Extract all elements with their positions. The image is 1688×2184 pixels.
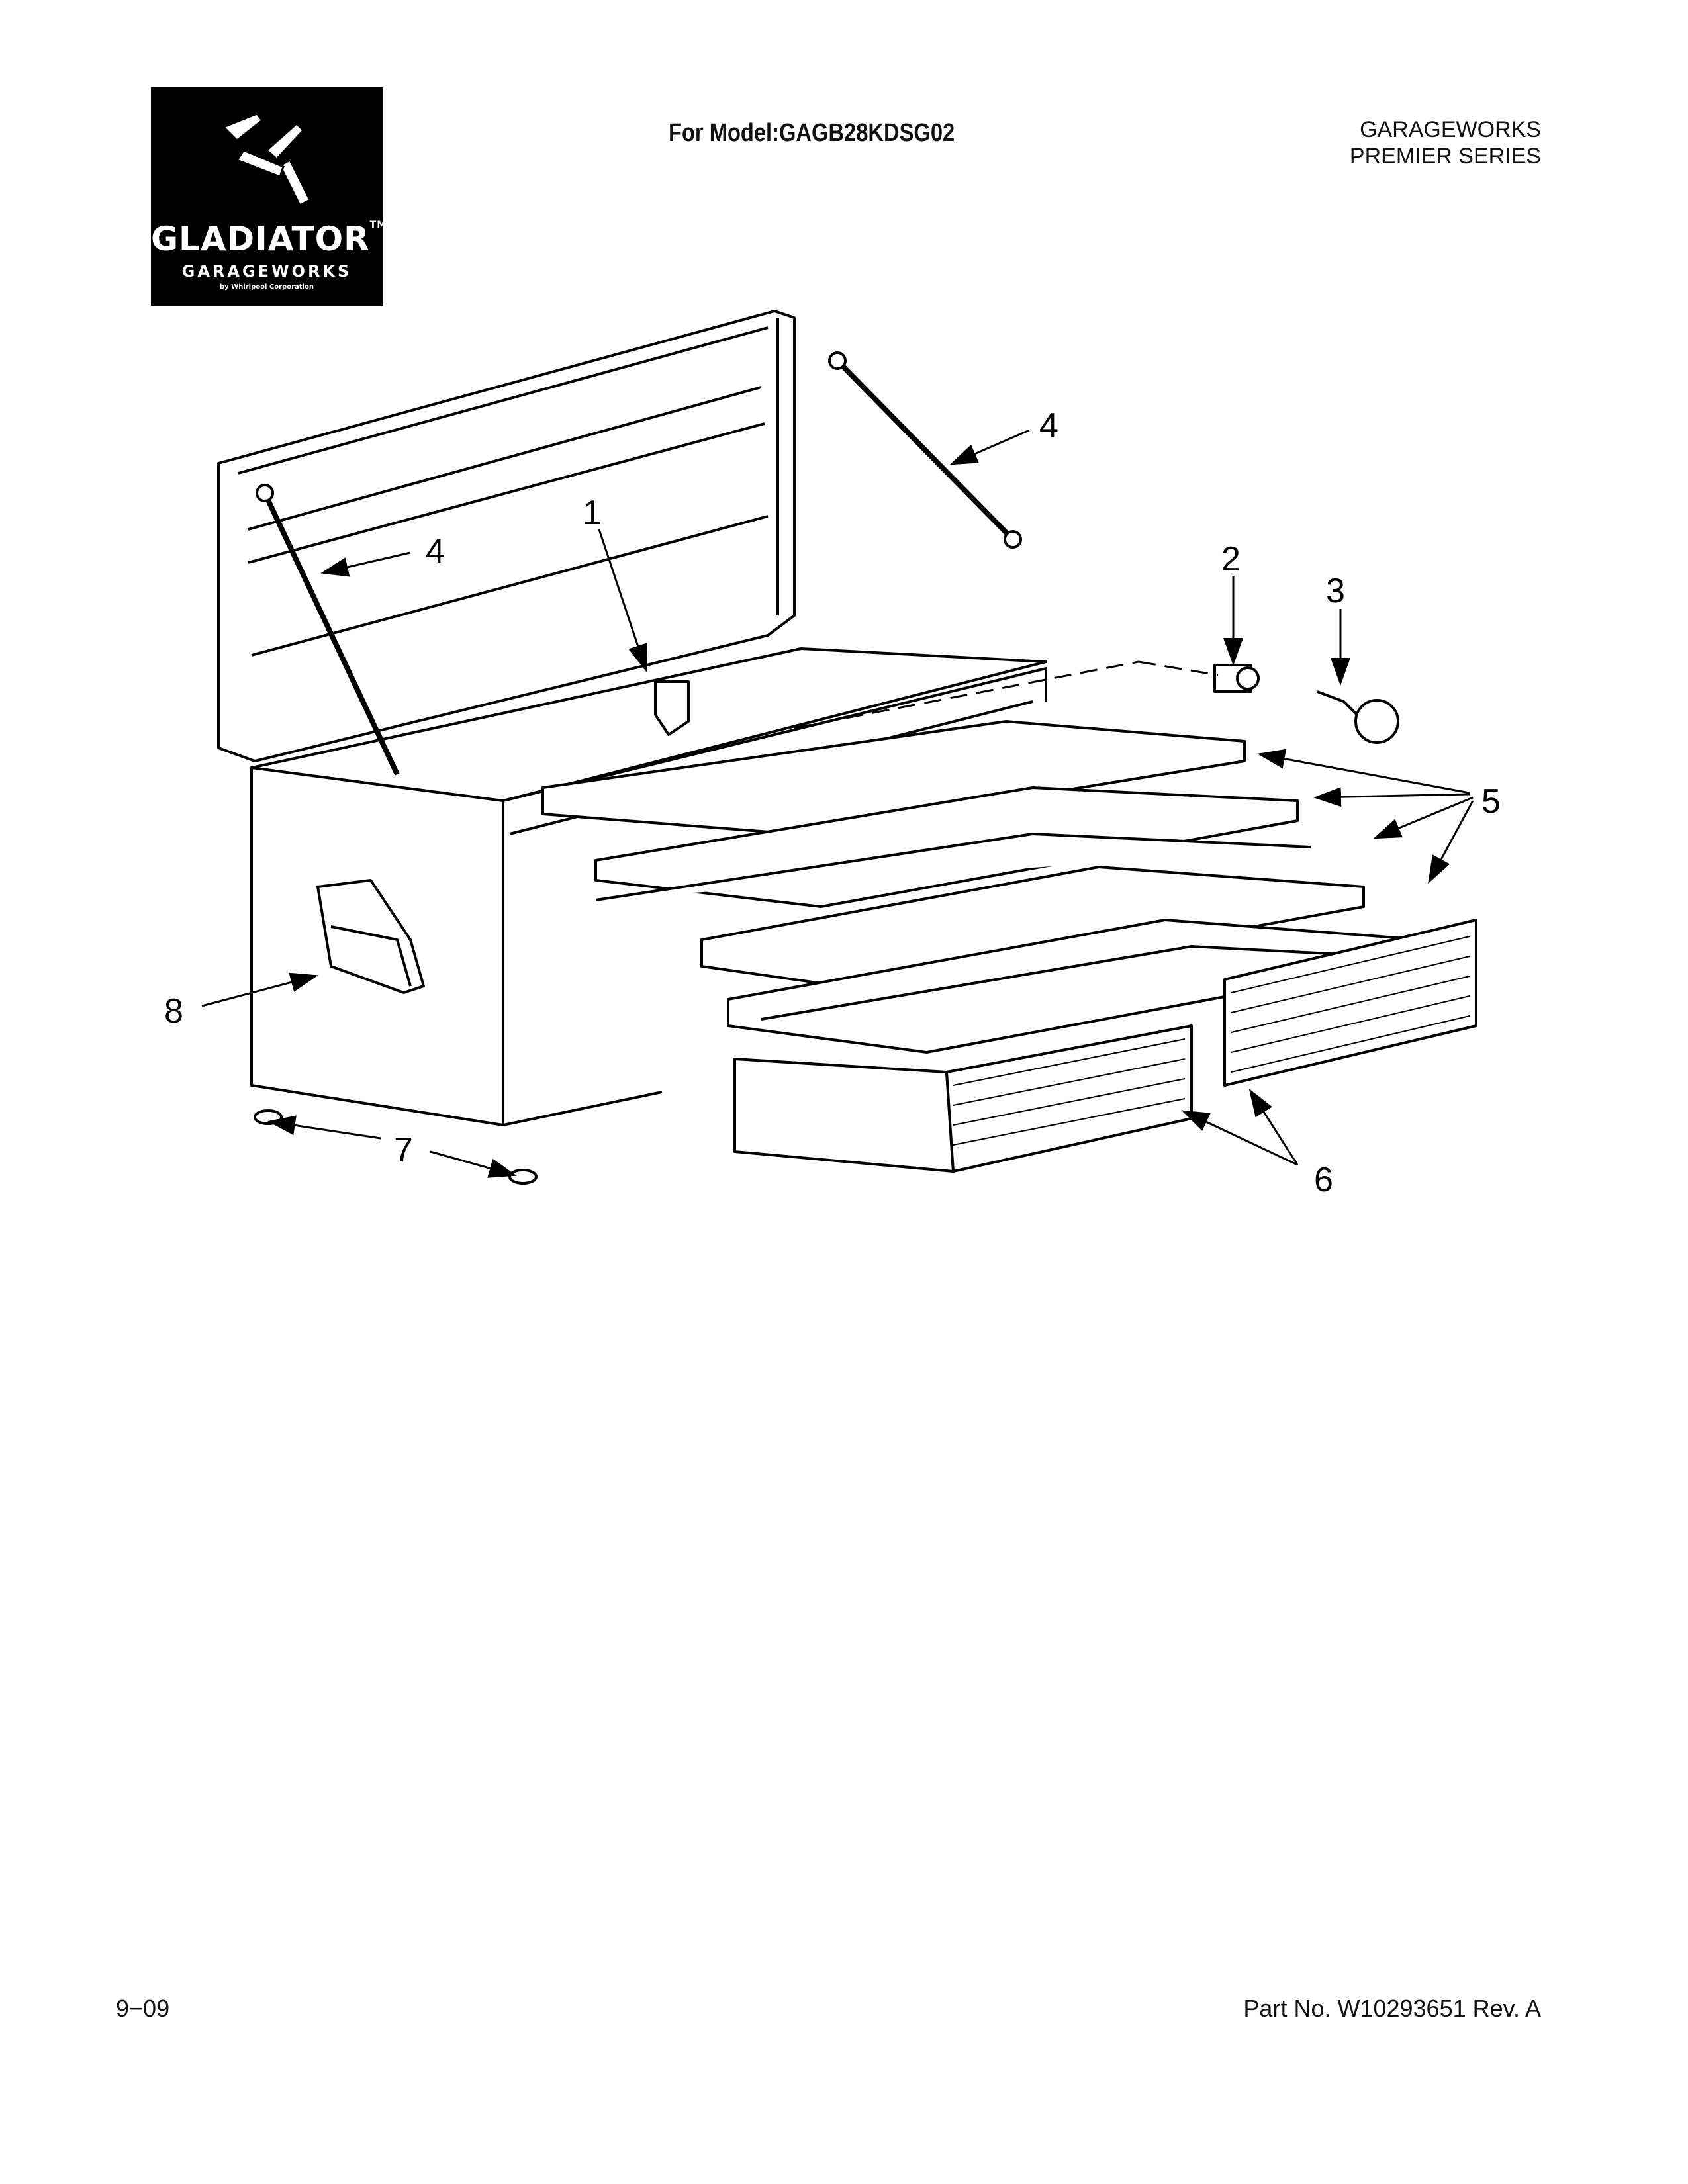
callout-8: 8 <box>164 992 183 1030</box>
leader-1 <box>598 529 647 672</box>
gas-strut-left <box>256 484 400 776</box>
lock-bracket <box>654 680 690 736</box>
leader-5b <box>1313 787 1470 807</box>
leader-6a <box>1181 1110 1298 1166</box>
leader-4a <box>949 429 1030 465</box>
part-number: Part No. W10293651 Rev. A <box>1243 1995 1541 2022</box>
gas-strut-right <box>828 351 1022 549</box>
drawer-set <box>541 720 1444 1054</box>
lock-key <box>1317 690 1399 744</box>
callout-5: 5 <box>1481 782 1501 821</box>
gladiator-logo: GLADIATORTM GARAGEWORKS by Whirlpool Cor… <box>151 87 387 306</box>
logo-brand-text: GLADIATORTM <box>151 220 387 258</box>
callout-7: 7 <box>394 1131 413 1169</box>
callout-6: 6 <box>1314 1161 1333 1199</box>
leader-8 <box>201 972 318 1007</box>
callout-4-right: 4 <box>1039 406 1058 445</box>
callout-2: 2 <box>1221 540 1241 578</box>
series-line-2: PREMIER SERIES <box>1349 144 1541 169</box>
leader-5a <box>1257 749 1470 794</box>
series-line-1: GARAGEWORKS <box>1360 117 1541 142</box>
leader-7b <box>430 1150 517 1178</box>
bottom-drawers <box>733 919 1477 1173</box>
series-label: GARAGEWORKS PREMIER SERIES <box>1350 116 1541 169</box>
lid <box>217 310 796 762</box>
logo-by-line: by Whirlpool Corporation <box>220 283 314 291</box>
lock-cylinder <box>1213 664 1260 693</box>
side-handle <box>316 879 425 994</box>
leader-4b <box>320 551 411 577</box>
callout-1: 1 <box>583 494 602 532</box>
callout-4-left: 4 <box>426 532 445 570</box>
leader-6b <box>1248 1088 1299 1165</box>
logo-blades-icon <box>222 113 311 207</box>
leader-5c <box>1373 796 1474 839</box>
logo-subtitle: GARAGEWORKS <box>181 262 352 281</box>
revision-date: 9−09 <box>116 1995 170 2022</box>
model-title: For Model:GAGB28KDSG02 <box>669 119 955 147</box>
callout-3: 3 <box>1326 572 1345 610</box>
leader-7a <box>267 1115 381 1140</box>
leader-5d <box>1428 800 1474 884</box>
